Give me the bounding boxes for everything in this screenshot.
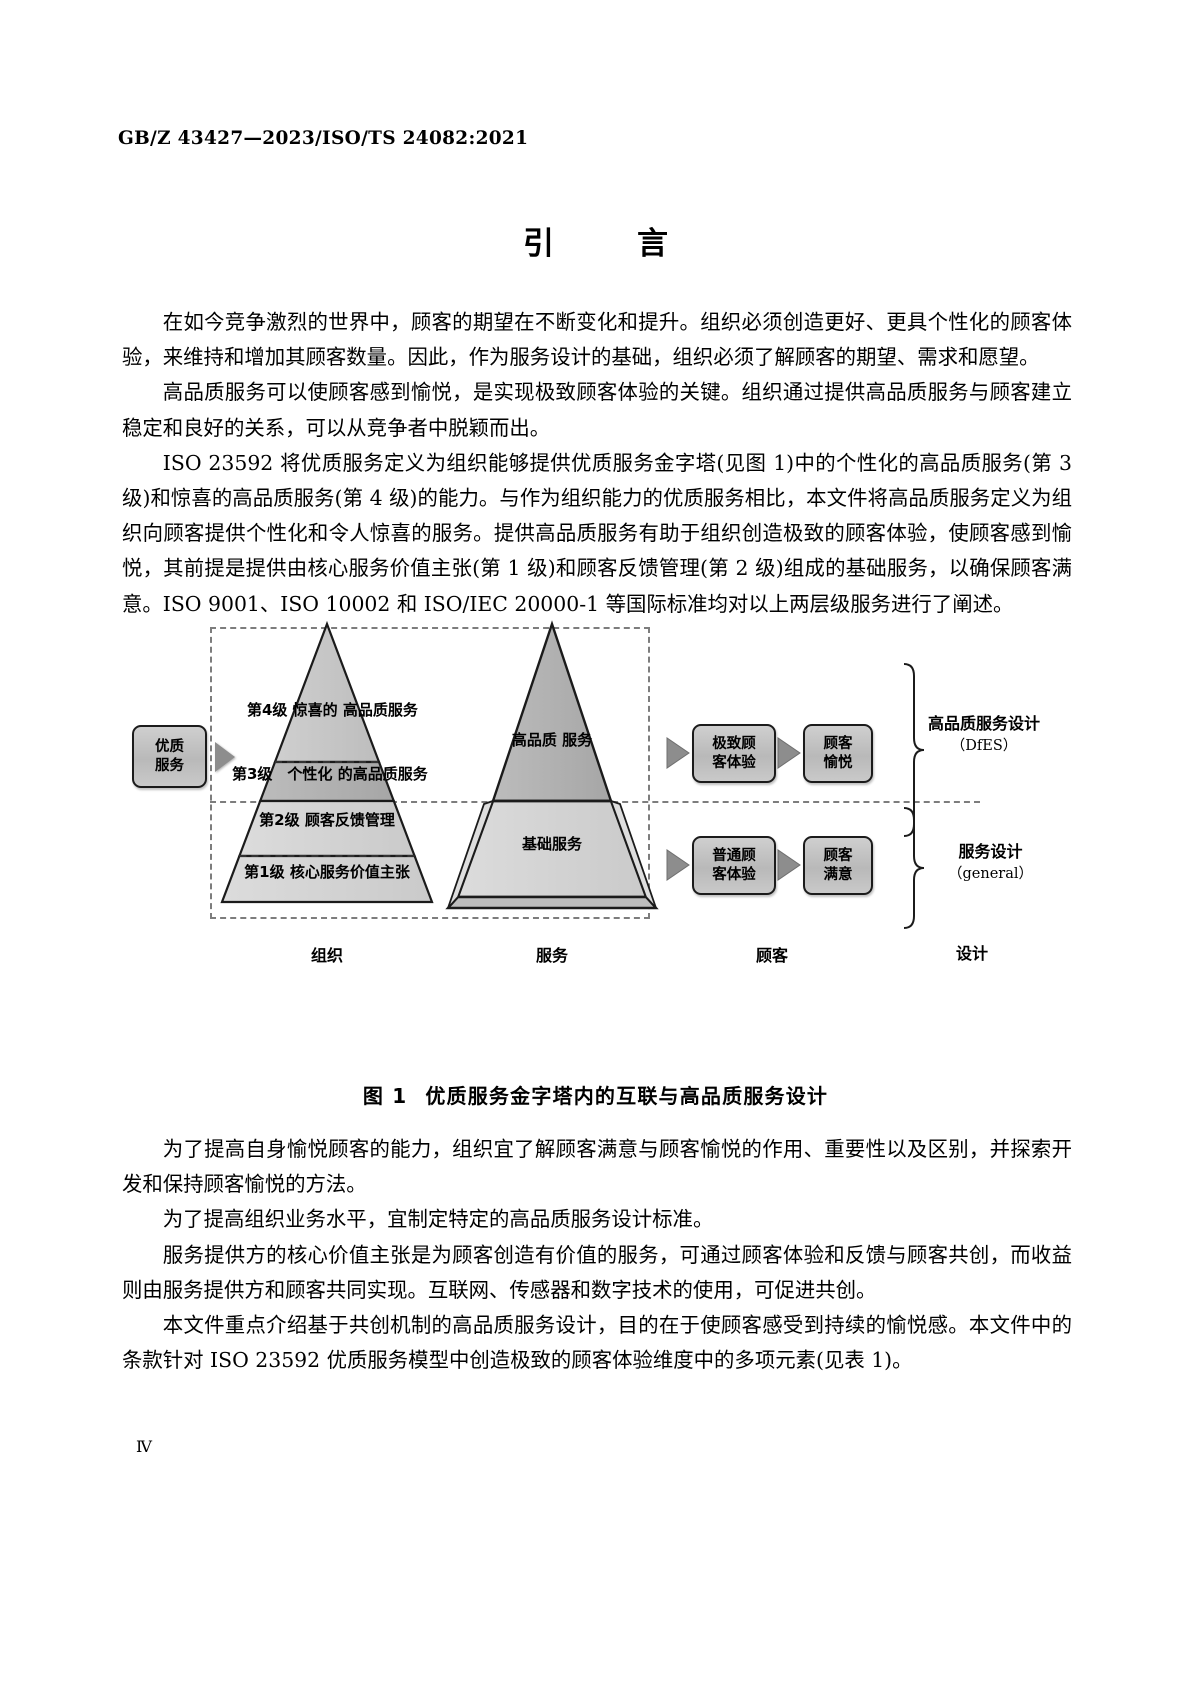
figure-caption-number: 图 1 <box>362 1084 408 1108</box>
paragraph: 在如今竞争激烈的世界中，顾客的期望在不断变化和提升。组织必须创造更好、更具个性化… <box>122 310 1072 370</box>
intro-text-block: 在如今竞争激烈的世界中，顾客的期望在不断变化和提升。组织必须创造更好、更具个性化… <box>122 305 1072 622</box>
ocx-line-2: 客体验 <box>712 866 756 883</box>
arrow-to-pyramid-icon <box>215 742 235 772</box>
ucx-line-1: 极致顾 <box>712 735 756 752</box>
column-label-design: 设计 <box>955 944 988 963</box>
column-label-service: 服务 <box>535 946 568 965</box>
paragraph: 高品质服务可以使顾客感到愉悦，是实现极致顾客体验的关键。组织通过提供高品质服务与… <box>122 380 1072 440</box>
general-sub: （general） <box>948 866 1033 882</box>
figure-caption-text: 优质服务金字塔内的互联与高品质服务设计 <box>425 1084 829 1108</box>
cd-line-2: 愉悦 <box>823 754 853 771</box>
ultimate-customer-experience-box: 极致顾 客体验 <box>692 724 776 783</box>
general-bracket-label: 服务设计 （general） <box>948 840 1033 886</box>
paragraph: 服务提供方的核心价值主张是为顾客创造有价值的服务，可通过顾客体验和反馈与顾客共创… <box>122 1242 1072 1302</box>
running-head: GB/Z 43427—2023/ISO/TS 24082:2021 <box>118 128 529 149</box>
paragraph: 本文件重点介绍基于共创机制的高品质服务设计，目的在于使顾客感受到持续的愉悦感。本… <box>122 1313 1072 1373</box>
ocx-line-1: 普通顾 <box>712 847 756 864</box>
page-number: Ⅳ <box>136 1437 152 1456</box>
dfes-sub: （DfES） <box>950 738 1018 754</box>
customer-satisfaction-box: 顾客 满意 <box>803 836 873 895</box>
customer-delight-box: 顾客 愉悦 <box>803 724 873 783</box>
premium-service-box: 优质 服务 <box>132 725 207 788</box>
cs-line-2: 满意 <box>823 866 853 883</box>
paragraph: ISO 23592 将优质服务定义为组织能够提供优质服务金字塔(见图 1)中的个… <box>122 450 1072 616</box>
column-label-organization: 组织 <box>310 946 343 965</box>
general-title: 服务设计 <box>958 842 1023 861</box>
ucx-line-2: 客体验 <box>712 754 756 771</box>
paragraph: 为了提高自身愉悦顾客的能力，组织宜了解顾客满意与顾客愉悦的作用、重要性以及区别，… <box>122 1137 1072 1197</box>
premium-service-line-1: 优质 <box>155 738 184 755</box>
after-figure-text-block: 为了提高自身愉悦顾客的能力，组织宜了解顾客满意与顾客愉悦的作用、重要性以及区别，… <box>122 1132 1072 1378</box>
column-label-customer: 顾客 <box>755 946 788 965</box>
premium-service-line-2: 服务 <box>155 757 184 774</box>
organization-service-boundary <box>210 627 650 919</box>
paragraph: 为了提高组织业务水平，宜制定特定的高品质服务设计标准。 <box>162 1207 714 1232</box>
cd-line-1: 顾客 <box>823 735 853 752</box>
ordinary-customer-experience-box: 普通顾 客体验 <box>692 836 776 895</box>
dfes-title: 高品质服务设计 <box>928 714 1041 733</box>
page-title: 引 言 <box>523 226 694 262</box>
dfes-bracket-label: 高品质服务设计 （DfES） <box>928 712 1040 758</box>
pyramid-diagram-svg <box>220 620 925 929</box>
figure-caption: 图 1 优质服务金字塔内的互联与高品质服务设计 <box>0 1080 1191 1109</box>
cs-line-1: 顾客 <box>823 847 853 864</box>
figure-1: 优质 服务 <box>122 612 1072 1012</box>
